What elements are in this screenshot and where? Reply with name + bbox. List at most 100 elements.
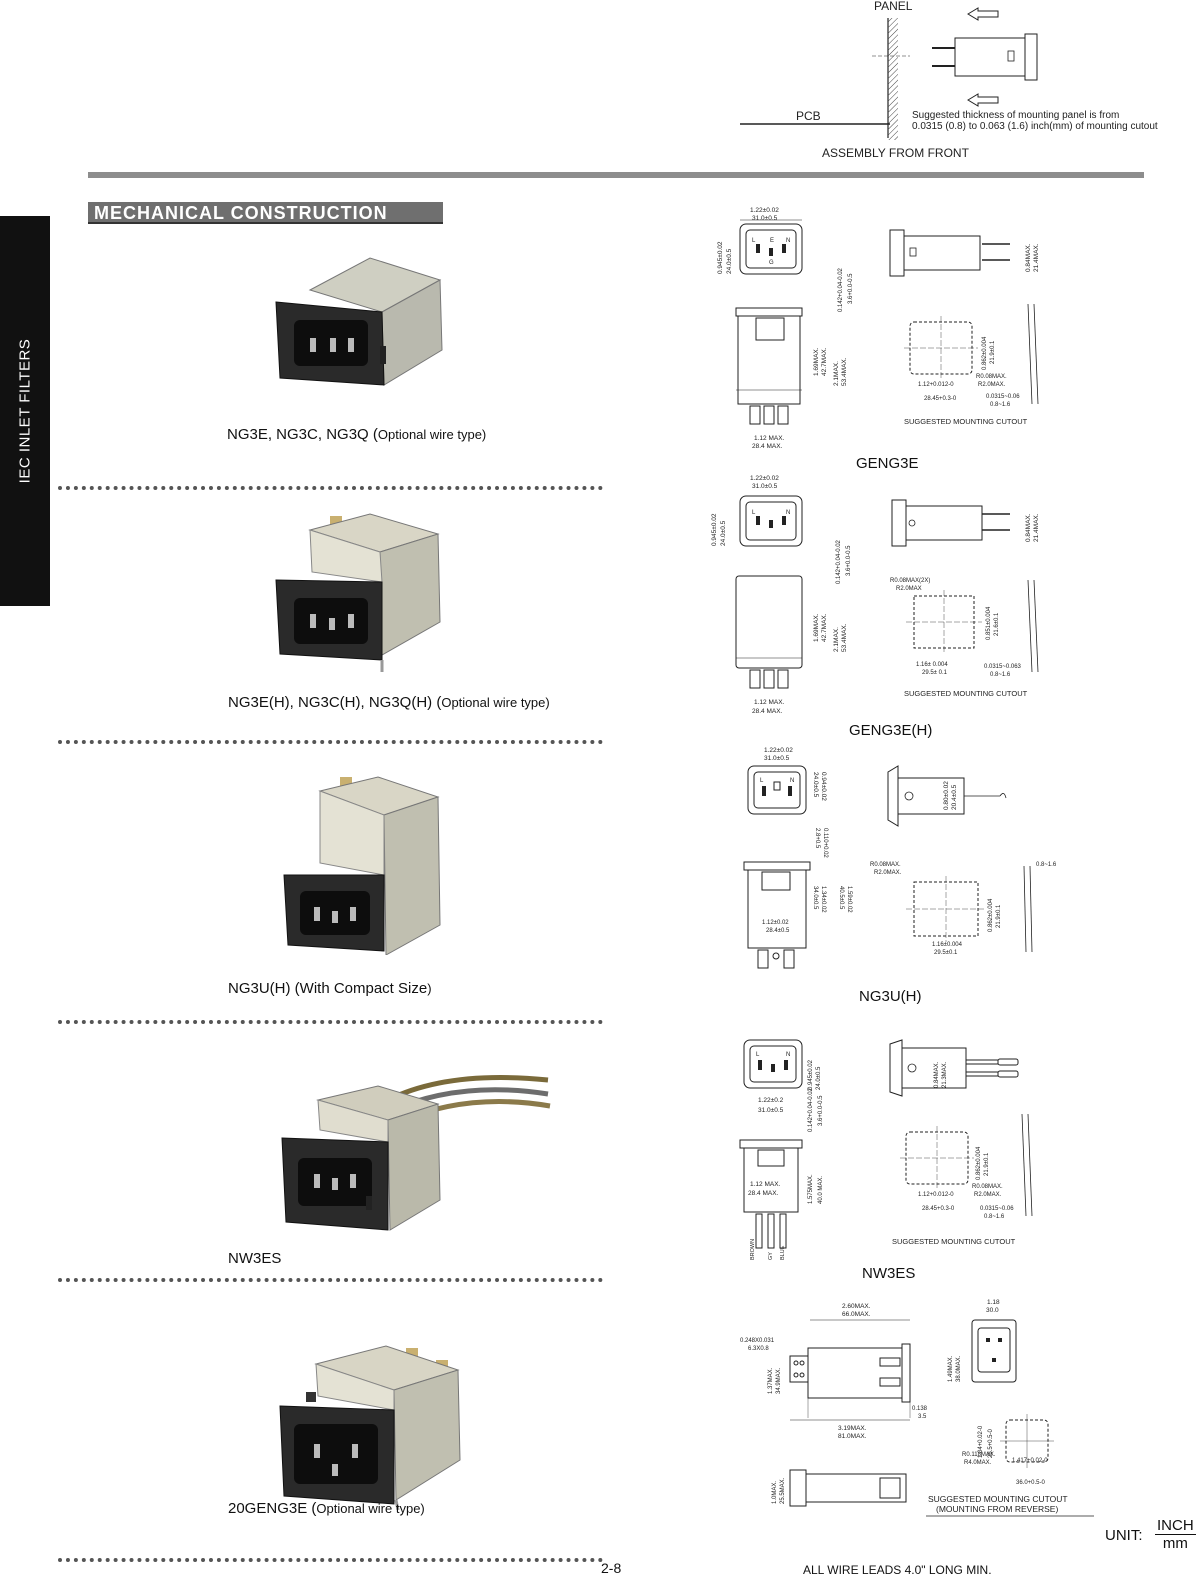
- d3-pin: 0.110+0.02: [822, 828, 828, 858]
- svg-text:L: L: [756, 1052, 760, 1058]
- pcb-label: PCB: [796, 109, 821, 123]
- side-tab: IEC INLET FILTERS: [0, 216, 50, 606]
- panel-note-line2: 0.0315 (0.8) to 0.063 (1.6) inch(mm) of …: [912, 121, 1158, 132]
- d1-cut-h: 0.862±0.004: [982, 336, 988, 370]
- d1-r1: R0.08MAX.: [976, 374, 1007, 380]
- d2-cut-w-mm: 29.5± 0.1: [922, 670, 948, 676]
- assembly-title: ASSEMBLY FROM FRONT: [822, 146, 970, 160]
- product-photo-4: [281, 1075, 551, 1231]
- d1-left-h-mm: 24.0±0.5: [726, 248, 733, 274]
- d3-side-h: 0.80±0.02: [943, 781, 950, 810]
- model-label-geng3e: GENG3E: [856, 455, 919, 472]
- d2-r2: R2.0MAX: [896, 586, 922, 592]
- d4-cut-w-mm: 28.45+0.3-0: [922, 1206, 955, 1212]
- d3-h2: 1.59±0.02: [846, 886, 852, 913]
- d3-cut-w-mm: 29.5±0.1: [934, 950, 958, 956]
- d3-thk-mm: 0.8~1.6: [1036, 862, 1057, 868]
- d3-left-h-mm: 24.0±0.5: [812, 772, 819, 798]
- divider-1: [58, 486, 603, 490]
- d5-h1-mm: 34.9MAX.: [776, 1367, 782, 1394]
- d4-left-h: 0.945±0.02: [808, 1059, 814, 1090]
- d2-pin: 0.142+0.04-0.02: [836, 539, 842, 584]
- d2-r1: R0.08MAX(2X): [890, 578, 930, 584]
- product-photo-5: [279, 1345, 461, 1510]
- d1-h1-mm: 42.7MAX.: [821, 347, 828, 376]
- unit-fraction: INCH mm: [1155, 1517, 1196, 1552]
- d2-left-h: 0.945±0.02: [711, 513, 718, 546]
- drawing-20geng3e: 2.60MAX. 66.0MAX. 0.248X0.031 6.3X0.8 1.…: [740, 1299, 1094, 1517]
- d5-top-w-mm: 66.0MAX.: [842, 1311, 871, 1318]
- d1-cut-h-mm: 21.9±0.1: [990, 340, 996, 364]
- d2-cut-h-mm: 21.6±0.1: [994, 612, 1000, 636]
- svg-text:E: E: [770, 238, 774, 244]
- panel-note-line1: Suggested thickness of mounting panel is…: [912, 110, 1119, 121]
- d4-r2: R2.0MAX.: [974, 1192, 1002, 1198]
- d1-top-w-mm: 31.0±0.5: [752, 215, 778, 222]
- panel-label: PANEL: [874, 0, 913, 13]
- d1-pin-mm: 3.6+0.0-0.5: [848, 273, 854, 304]
- divider-3: [58, 1020, 603, 1024]
- d5-len-mm: 81.0MAX.: [838, 1433, 867, 1440]
- d1-thk: 0.0315~0.06: [986, 394, 1020, 400]
- d4-h1: 1.575MAX.: [808, 1174, 814, 1204]
- d5-off-mm: 3.5: [918, 1414, 927, 1420]
- product-caption-4: NW3ES: [228, 1250, 282, 1267]
- d1-thk-mm: 0.8~1.6: [990, 402, 1011, 408]
- product-caption-2: NG3E(H), NG3C(H), NG3Q(H) (Optional wire…: [228, 694, 550, 711]
- d1-side-h-mm: 21.4MAX.: [1033, 243, 1040, 272]
- d2-cutout: SUGGESTED MOUNTING CUTOUT: [904, 689, 1028, 698]
- d3-cut-h: 0.862±0.004: [988, 898, 994, 932]
- svg-text:L: L: [760, 778, 764, 784]
- d3-side-h-mm: 20.4±0.5: [951, 784, 958, 810]
- d5-cut-h-mm: 26.5+0.5-0: [988, 1428, 994, 1458]
- d3-cut-w: 1.16±0.004: [932, 942, 963, 948]
- product-photo-3: [283, 776, 441, 955]
- svg-text:N: N: [786, 510, 790, 516]
- d1-cut-w: 1.12+0.012-0: [918, 382, 954, 388]
- assembly-diagram: PANEL PCB Suggested thickness of mountin…: [740, 0, 1158, 160]
- d2-thk-mm: 0.8~1.6: [990, 672, 1011, 678]
- d1-cut-w-mm: 28.45+0.3-0: [924, 396, 957, 402]
- d1-cutout: SUGGESTED MOUNTING CUTOUT: [904, 417, 1028, 426]
- d4-thk: 0.0315~0.06: [980, 1206, 1014, 1212]
- d1-top-w: 1.22±0.02: [750, 207, 779, 214]
- d2-thk: 0.0315~0.063: [984, 664, 1022, 670]
- d4-side-h-mm: 21.3MAX.: [942, 1061, 948, 1088]
- d5-face-h-mm: 38.0MAX.: [956, 1355, 962, 1382]
- d4-w3: BLUE: [780, 1245, 786, 1260]
- product-caption-5: 20GENG3E (Optional wire type): [228, 1500, 425, 1517]
- product-caption-1: NG3E, NG3C, NG3Q (Optional wire type): [227, 426, 487, 443]
- d2-cut-w: 1.16± 0.004: [916, 662, 948, 668]
- d1-bot-w-mm: 28.4 MAX.: [752, 443, 783, 450]
- d4-cut-h: 0.862±0.004: [976, 1146, 982, 1180]
- svg-text:G: G: [769, 260, 774, 266]
- d4-w1: BROWN: [750, 1239, 756, 1260]
- d5-tab: 0.248X0.031: [740, 1338, 775, 1344]
- d5-face-w: 1.18: [987, 1299, 1000, 1306]
- d5-r2: R4.0MAX.: [964, 1460, 992, 1466]
- d5-r1: R0.118MAX.: [962, 1452, 996, 1458]
- svg-text:N: N: [786, 1052, 790, 1058]
- d3-top-w-mm: 31.0±0.5: [764, 755, 790, 762]
- d5-bh: 1.0MAX.: [772, 1481, 778, 1504]
- d3-h1-mm: 34.0±0.5: [812, 886, 818, 910]
- d2-cut-h: 0.851±0.004: [986, 606, 992, 640]
- d2-bot-w: 1.12 MAX.: [754, 699, 785, 706]
- d4-top-w: 1.22±0.2: [758, 1097, 784, 1104]
- d5-cut-h: 1.04+0.02-0: [978, 1425, 984, 1458]
- d5-tab-mm: 6.3X0.8: [748, 1346, 769, 1352]
- d1-h2-mm: 53.4MAX.: [841, 357, 848, 386]
- section-rule: [88, 172, 1144, 178]
- d4-cut-w: 1.12+0.012-0: [918, 1192, 954, 1198]
- svg-text:L: L: [752, 510, 756, 516]
- d3-left-h: 0.94±0.02: [820, 772, 827, 801]
- product-photo-1: [275, 257, 443, 386]
- d5-top-w: 2.60MAX.: [842, 1303, 871, 1310]
- d2-h2: 2.1MAX.: [833, 627, 840, 652]
- d1-left-h: 0.945±0.02: [717, 241, 724, 274]
- d2-h1-mm: 42.7MAX.: [821, 613, 828, 642]
- d4-thk-mm: 0.8~1.6: [984, 1214, 1005, 1220]
- d4-bot-w: 1.12 MAX.: [750, 1181, 781, 1188]
